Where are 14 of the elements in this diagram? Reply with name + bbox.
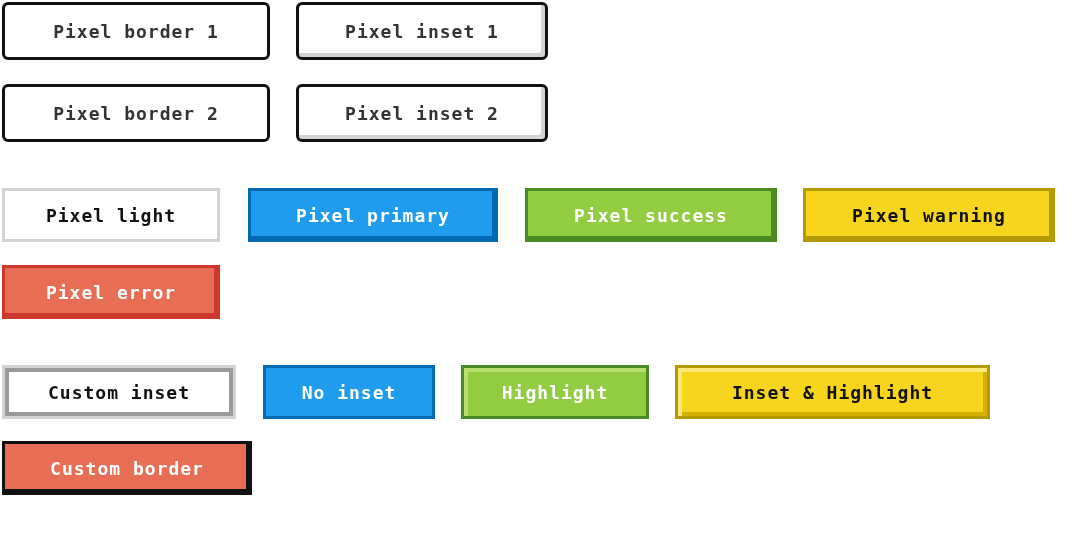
- pixel-button: Custom border: [2, 441, 252, 495]
- pixel-button: Pixel border 1: [2, 2, 270, 60]
- pixel-button: Pixel warning: [803, 188, 1055, 242]
- pixel-button: Highlight: [461, 365, 649, 419]
- pixel-button: Pixel inset 1: [296, 2, 548, 60]
- pixel-button: Pixel border 2: [2, 84, 270, 142]
- pixel-button: Pixel error: [2, 265, 220, 319]
- pixel-button: No inset: [263, 365, 435, 419]
- pixel-button: Inset & Highlight: [675, 365, 990, 419]
- pixel-button: Pixel primary: [248, 188, 498, 242]
- pixel-button: Pixel light: [2, 188, 220, 242]
- pixel-button: Pixel inset 2: [296, 84, 548, 142]
- pixel-button: Pixel success: [525, 188, 777, 242]
- pixel-button: Custom inset: [2, 365, 236, 419]
